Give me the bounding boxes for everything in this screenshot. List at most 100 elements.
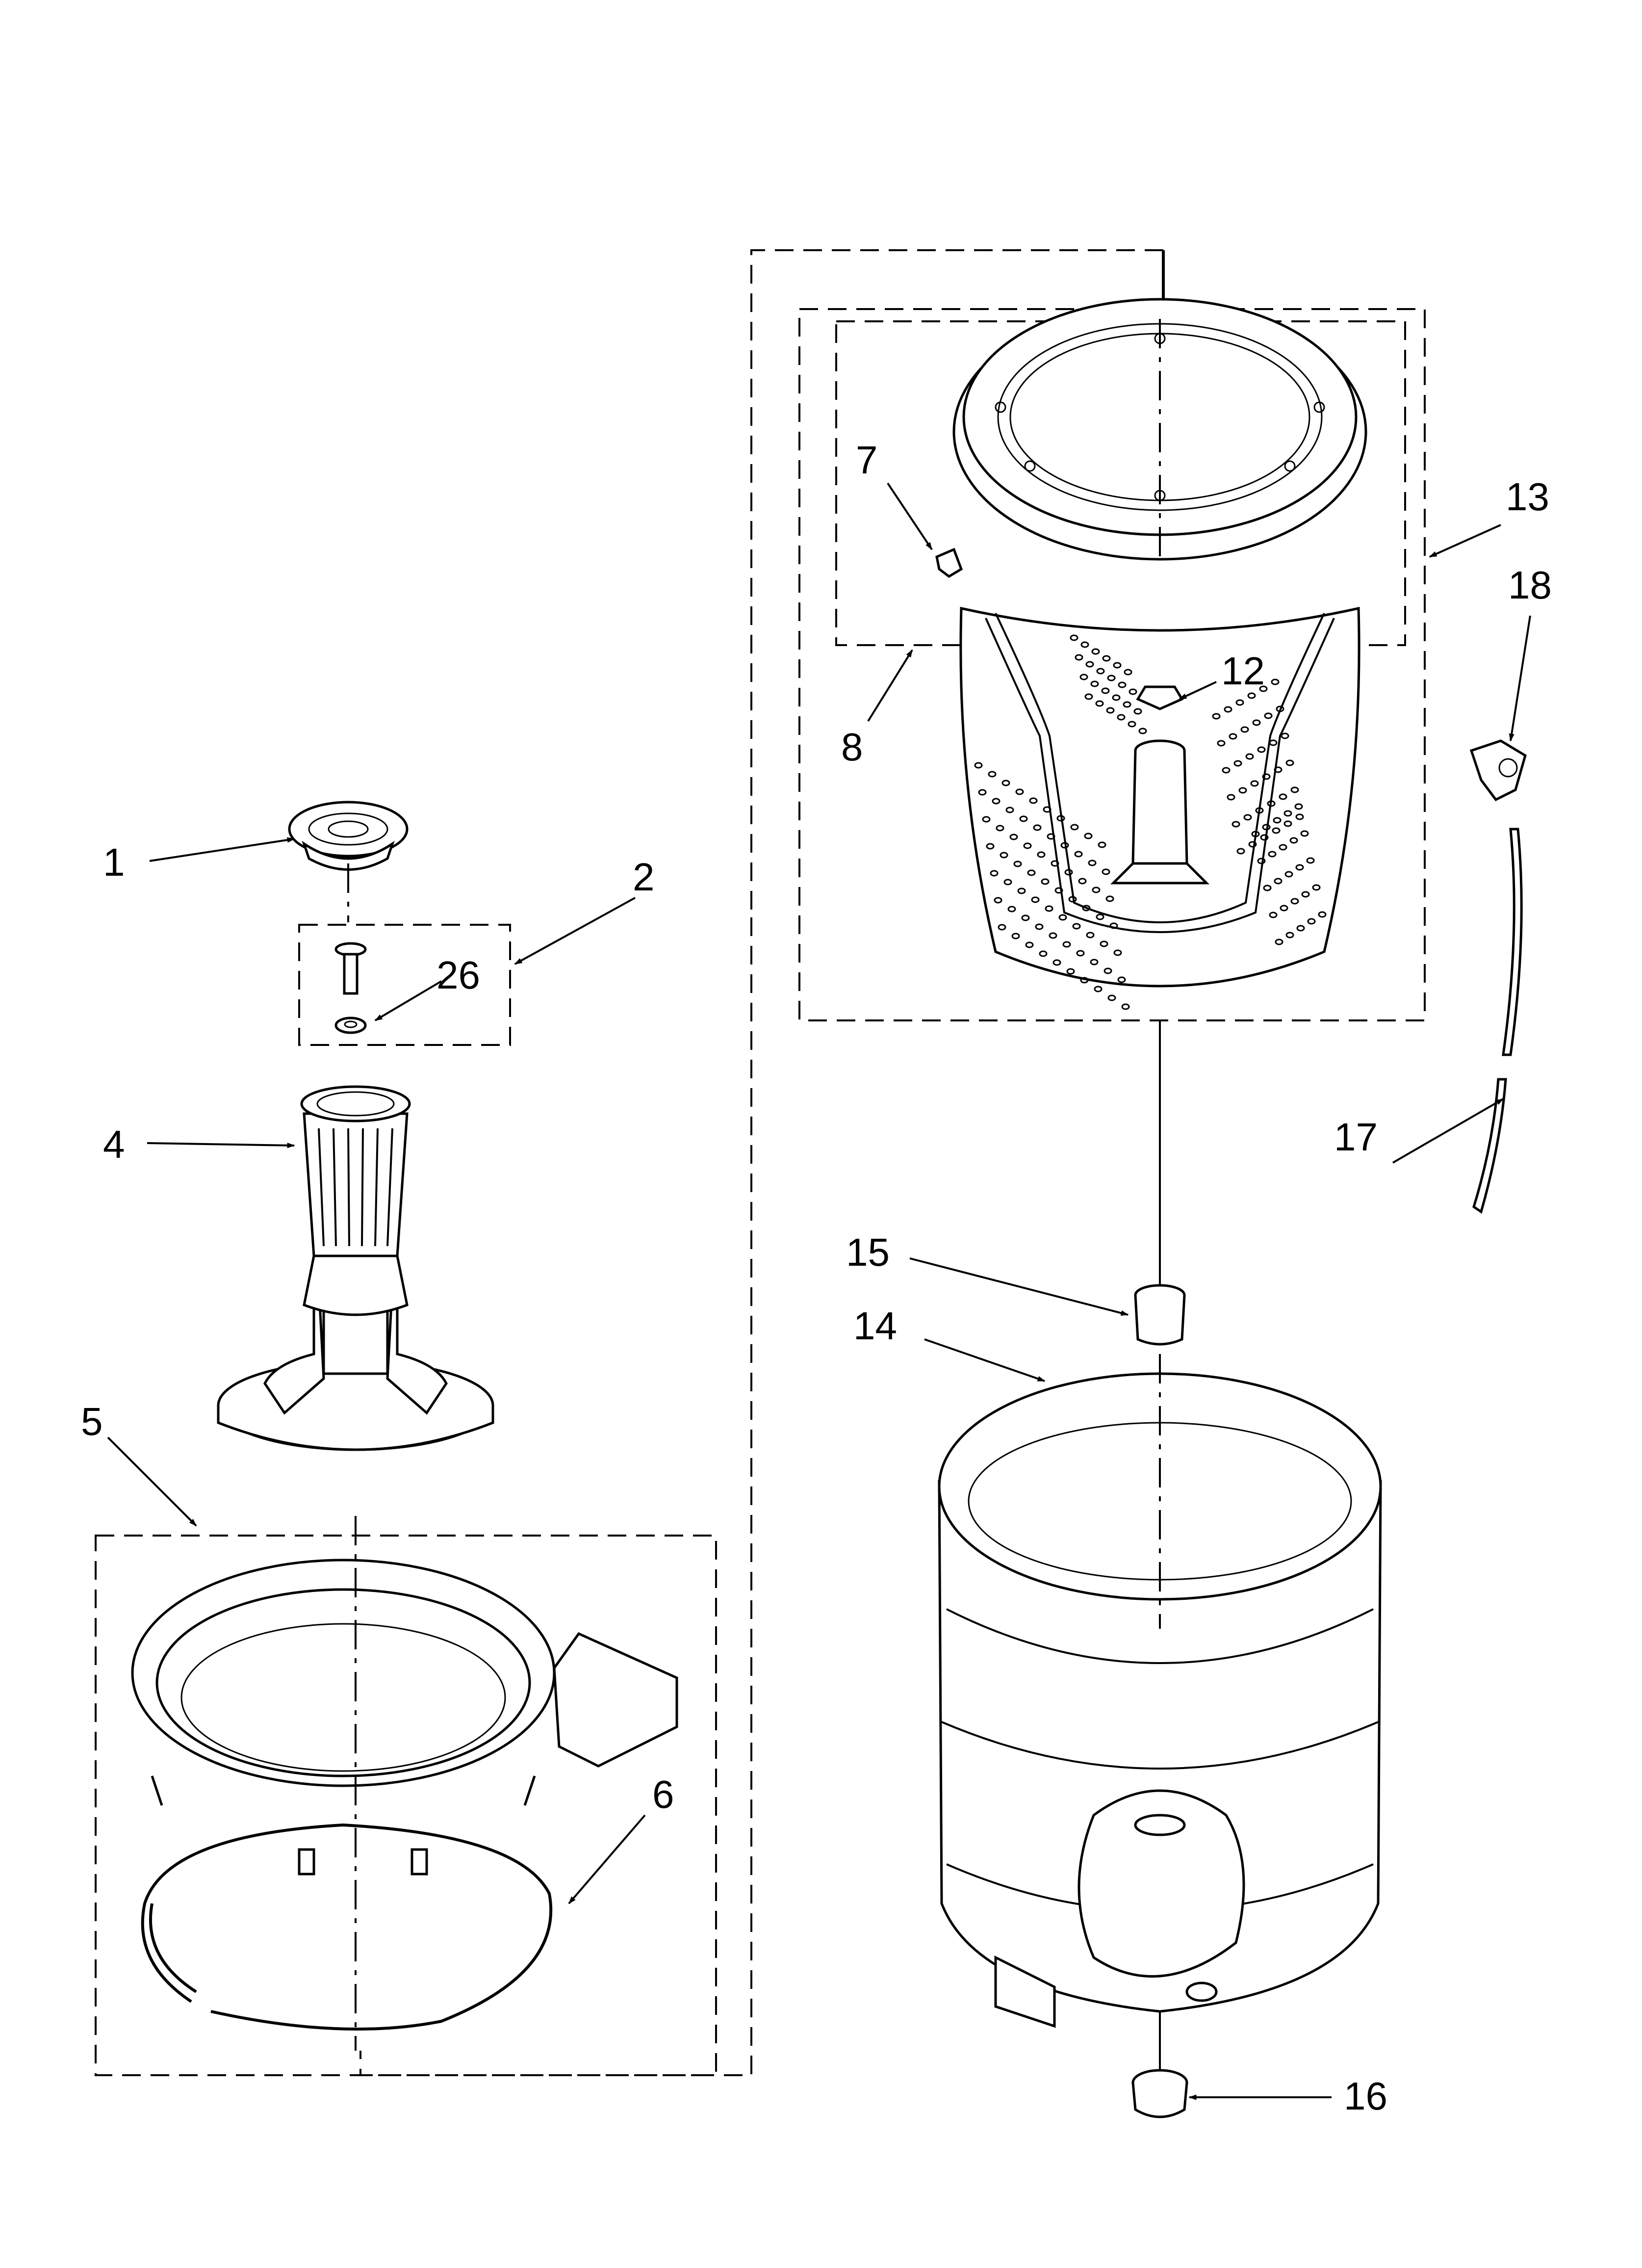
- perforation-hole: [1255, 807, 1264, 814]
- callout-1: 1: [103, 840, 125, 884]
- leader-arrows: [107, 482, 1531, 2100]
- perforation-hole: [1027, 869, 1036, 876]
- perforation-hole: [1021, 914, 1030, 921]
- perforation-hole: [1240, 726, 1249, 733]
- perforation-hole: [1224, 706, 1232, 713]
- perforation-hole: [1005, 807, 1014, 813]
- perforation-hole: [1076, 950, 1085, 957]
- perforation-hole: [994, 897, 1002, 904]
- perforation-hole: [1043, 806, 1052, 813]
- perforation-hole: [1074, 851, 1083, 858]
- perforation-hole: [1085, 661, 1094, 668]
- perforation-hole: [982, 816, 991, 823]
- perforation-hole: [1290, 898, 1299, 905]
- perforation-hole: [1318, 911, 1327, 918]
- part-hub-nut: [1136, 685, 1184, 710]
- callout-18: 18: [1508, 563, 1552, 607]
- perforation-hole: [1212, 713, 1221, 720]
- perforation-hole: [1037, 851, 1046, 858]
- perforation-hole: [1281, 732, 1289, 739]
- perforation-hole: [1068, 896, 1077, 903]
- perforation-hole: [1232, 821, 1240, 828]
- callout-26: 26: [436, 953, 480, 997]
- perforation-hole: [1279, 844, 1287, 851]
- part-agitator-bolt: [334, 942, 367, 1034]
- perforation-hole: [1052, 959, 1061, 966]
- perforation-hole: [1060, 842, 1069, 849]
- perforation-hole: [1284, 871, 1293, 878]
- perforation-hole: [1123, 701, 1131, 708]
- perforation-hole: [1013, 860, 1022, 867]
- basket-perforations: [974, 634, 1327, 1010]
- part-wash-basket: [959, 606, 1360, 988]
- perforation-hole: [1247, 692, 1256, 699]
- perforation-hole: [1243, 814, 1252, 821]
- perforation-hole: [1290, 786, 1299, 793]
- perforation-hole: [1289, 837, 1298, 844]
- perforation-hole: [1222, 767, 1231, 774]
- perforation-hole: [1084, 833, 1093, 839]
- perforation-hole: [1300, 830, 1309, 837]
- perforation-hole: [1015, 788, 1024, 795]
- perforation-hole: [1095, 700, 1104, 707]
- callout-15: 15: [846, 1230, 890, 1274]
- perforation-hole: [990, 870, 999, 877]
- part-drain-plug: [1131, 2069, 1188, 2118]
- perforation-hole: [988, 771, 997, 778]
- perforation-hole: [1086, 932, 1095, 938]
- perforation-hole: [1236, 848, 1245, 855]
- perforation-hole: [1078, 878, 1087, 885]
- perforation-hole: [1273, 817, 1282, 824]
- callout-6: 6: [652, 1773, 674, 1816]
- perforation-hole: [1312, 884, 1321, 891]
- callout-13: 13: [1506, 475, 1549, 519]
- perforation-hole: [1129, 688, 1137, 695]
- perforation-hole: [1275, 938, 1283, 945]
- perforation-hole: [1102, 868, 1110, 875]
- perforation-hole: [1033, 824, 1042, 831]
- callout-4: 4: [103, 1122, 125, 1166]
- perforation-hole: [1279, 793, 1287, 800]
- callout-7: 7: [856, 438, 878, 482]
- perforation-hole: [1009, 834, 1018, 840]
- perforation-hole: [1296, 925, 1305, 932]
- perforation-hole: [1001, 780, 1010, 786]
- perforation-hole: [1025, 941, 1034, 948]
- part-agitator-cap: [288, 801, 409, 922]
- perforation-hole: [1007, 906, 1016, 912]
- perforation-hole: [1235, 699, 1244, 706]
- perforation-hole: [1274, 878, 1283, 885]
- perforation-hole: [1064, 869, 1073, 876]
- callout-14: 14: [853, 1304, 897, 1348]
- perforation-hole: [1019, 815, 1028, 822]
- perforation-hole: [1272, 827, 1281, 834]
- perforation-hole: [1280, 905, 1288, 912]
- perforation-hole: [1113, 662, 1122, 669]
- callout-labels: 1 2 26 4 5 6 7 8 12 13 18 17 15 14 16: [81, 438, 1552, 2118]
- part-hose: [1472, 828, 1523, 1214]
- perforation-hole: [1229, 733, 1237, 740]
- perforation-hole: [1124, 669, 1132, 676]
- part-agitator: [217, 1085, 494, 1451]
- perforation-hole: [1107, 675, 1116, 681]
- perforation-hole: [1080, 977, 1089, 984]
- perforation-hole: [1274, 766, 1283, 773]
- perforation-hole: [1051, 860, 1059, 867]
- perforation-hole: [1260, 834, 1269, 841]
- perforation-hole: [1080, 641, 1089, 648]
- perforation-hole: [1082, 905, 1091, 912]
- perforation-hole: [1100, 940, 1108, 947]
- perforation-hole: [1054, 887, 1063, 894]
- assembly-box-13: [798, 308, 1426, 1021]
- perforation-hole: [1039, 950, 1048, 957]
- perforation-hole: [1267, 800, 1276, 807]
- perforation-hole: [1227, 794, 1235, 801]
- part-snap-ring: [141, 1823, 553, 2031]
- perforation-hole: [1079, 674, 1088, 680]
- assembly-box-2: [298, 924, 511, 1046]
- perforation-hole: [1245, 753, 1254, 760]
- perforation-hole: [1264, 712, 1273, 719]
- perforation-hole: [1045, 905, 1053, 912]
- perforation-hole: [1283, 820, 1292, 827]
- perforation-hole: [1138, 728, 1147, 734]
